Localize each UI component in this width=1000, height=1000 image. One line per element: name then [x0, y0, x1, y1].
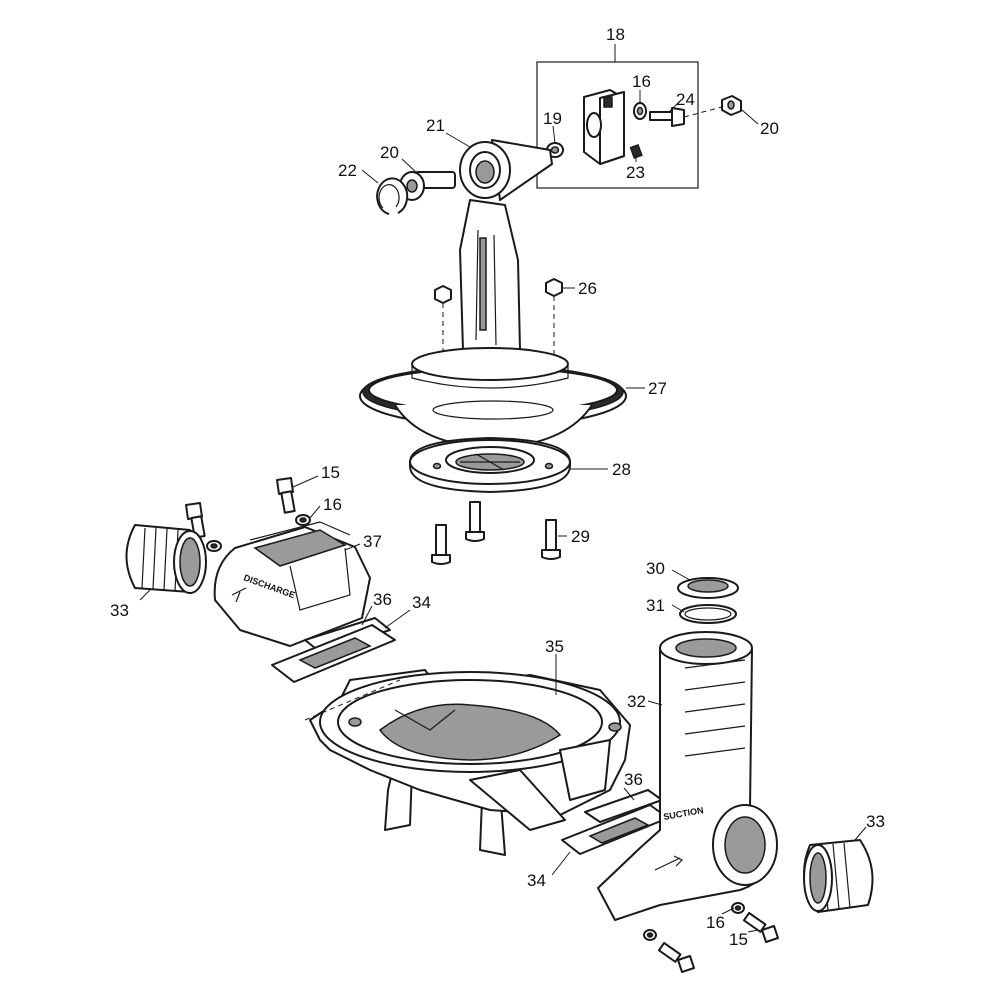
suction-manifold: SUCTION [597, 631, 778, 921]
callout-33-left: 33 [110, 601, 129, 620]
callout-22: 22 [338, 161, 357, 180]
callout-15-left: 15 [321, 463, 340, 482]
leader-lines [139, 90, 867, 933]
callout-16-right: 16 [706, 913, 725, 932]
callout-18: 18 [606, 25, 625, 44]
callout-37: 37 [363, 532, 382, 551]
pump-body [304, 669, 631, 856]
bolt-24 [649, 107, 685, 127]
washer-16-left-a [295, 514, 311, 526]
diaphragm-plate [409, 437, 571, 493]
axis-bolt-24 [683, 106, 723, 118]
elbow-33-right [803, 839, 874, 913]
nut-26-right [545, 278, 563, 360]
callout-24: 24 [676, 90, 695, 109]
callout-19: 19 [543, 109, 562, 128]
gasket-34-top [271, 624, 396, 683]
callout-15-right: 15 [729, 930, 748, 949]
discharge-manifold: DISCHARGE [213, 521, 371, 647]
subassembly-18-box [536, 61, 699, 189]
callout-36-bottom: 36 [624, 770, 643, 789]
callout-26: 26 [578, 279, 597, 298]
callout-34-bottom: 34 [527, 871, 546, 890]
bolt-15-right-a [742, 911, 779, 943]
callout-16-left: 16 [323, 495, 342, 514]
bolt-29-right [541, 519, 561, 560]
elbow-33-left [125, 524, 207, 594]
nut-26-left [434, 285, 452, 360]
callout-27: 27 [648, 379, 667, 398]
callout-23: 23 [626, 163, 645, 182]
o-ring-31 [679, 604, 737, 624]
callout-30: 30 [646, 559, 665, 578]
callout-29: 29 [571, 527, 590, 546]
diaphragm [359, 347, 627, 449]
callout-labels: 18 16 24 19 21 20 20 22 23 26 27 28 15 1… [110, 25, 885, 949]
callout-16-top: 16 [632, 72, 651, 91]
callout-34-top: 34 [412, 593, 431, 612]
connecting-rod [459, 139, 553, 351]
bolt-15-left-b [185, 502, 206, 539]
nut-20-right [721, 95, 742, 116]
set-screw-23 [629, 143, 643, 159]
callout-20-right: 20 [760, 119, 779, 138]
snap-ring-22 [376, 177, 409, 215]
callout-21: 21 [426, 116, 445, 135]
washer-16-right-b [643, 929, 657, 941]
callout-32: 32 [627, 692, 646, 711]
bolt-15-left-a [276, 477, 296, 514]
callout-28: 28 [612, 460, 631, 479]
callout-33-right: 33 [866, 812, 885, 831]
washer-16-right-a [731, 902, 745, 914]
callout-31: 31 [646, 596, 665, 615]
bolt-29-middle [465, 501, 485, 542]
bolt-15-right-b [657, 941, 695, 973]
valve-ball-30 [677, 577, 739, 599]
piston-pin-20-left [399, 171, 456, 201]
callout-20-left: 20 [380, 143, 399, 162]
washer-16-left-b [206, 540, 222, 552]
bolt-29-left [431, 524, 451, 565]
washer-16-top [633, 102, 647, 120]
clamp-block [583, 89, 625, 165]
callout-35: 35 [545, 637, 564, 656]
callout-36-top: 36 [373, 590, 392, 609]
